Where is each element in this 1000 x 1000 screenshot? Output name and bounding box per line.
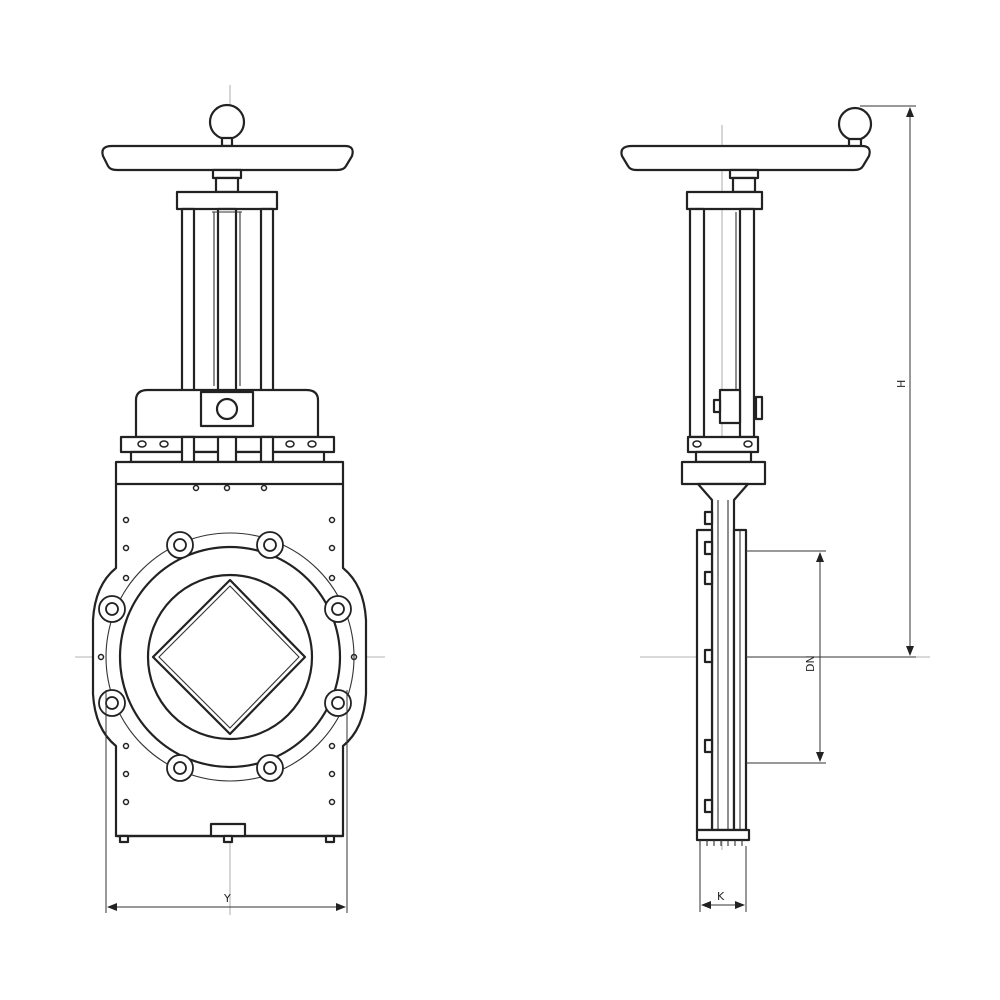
dimension-y-label: Y <box>223 892 231 905</box>
yoke-top-plate <box>175 190 279 211</box>
flange-pitch-circle <box>105 532 355 782</box>
side-bolts <box>703 510 714 814</box>
side-handwheel <box>620 106 873 194</box>
dimension-dn-label: DN <box>804 655 817 672</box>
side-view: K DN H <box>620 105 930 912</box>
dimension-k-label: K <box>717 890 725 903</box>
front-handwheel <box>101 103 354 194</box>
dimension-y: Y <box>105 690 348 913</box>
stem-nut <box>214 176 240 194</box>
handwheel-knob <box>208 103 246 141</box>
front-view: Y <box>75 85 385 915</box>
body-bolt-holes <box>97 484 358 806</box>
valve-body-outline <box>91 460 368 838</box>
handwheel-rim <box>101 144 354 172</box>
side-body <box>680 460 767 846</box>
front-body <box>91 460 368 844</box>
dimension-h: H <box>746 105 916 658</box>
dimension-k: K <box>699 846 747 912</box>
bore <box>146 573 314 741</box>
side-yoke <box>685 190 764 464</box>
flange-bolt-lugs <box>98 531 352 782</box>
dimension-h-label: H <box>895 380 908 388</box>
side-bonnet-block <box>680 460 767 486</box>
side-handwheel-knob <box>837 106 873 142</box>
drain-plug <box>209 822 247 838</box>
flange-outer-ring <box>118 545 342 769</box>
side-bottom-plate <box>695 828 751 842</box>
gate-diamond <box>151 578 307 736</box>
front-bonnet <box>119 388 336 464</box>
side-handwheel-rim <box>620 144 871 172</box>
